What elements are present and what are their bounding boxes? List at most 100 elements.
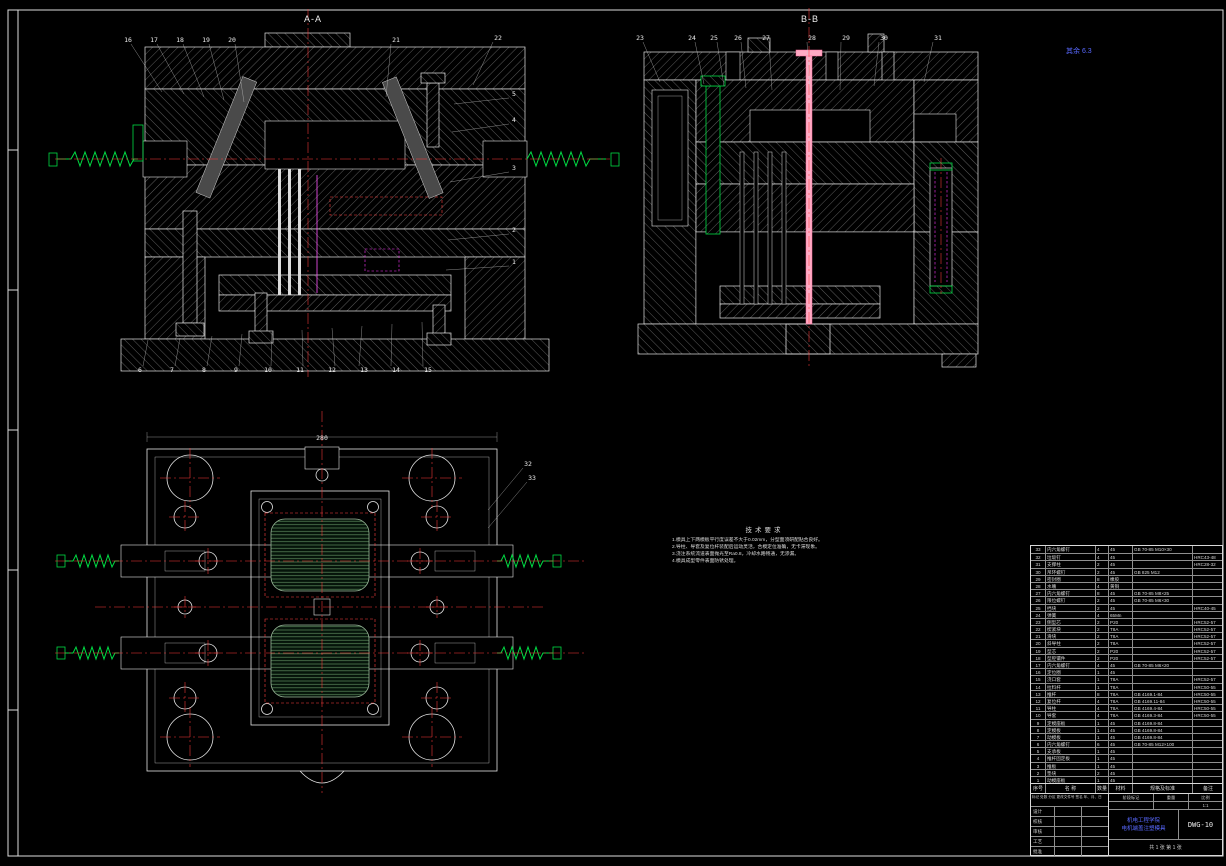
cavity-outline-top xyxy=(264,512,376,598)
parts-cell: HRC52-57 xyxy=(1192,640,1223,647)
callout-leader xyxy=(768,41,773,91)
callout-11: 11 xyxy=(296,366,304,374)
callout-13: 13 xyxy=(360,366,368,374)
parts-cell: GB 4169.3-84 xyxy=(1132,712,1192,719)
parts-cell: 型腔镶件 xyxy=(1045,654,1095,661)
signature-cell xyxy=(1055,807,1082,816)
callout-leader xyxy=(740,41,747,89)
ejector-retainer-plate xyxy=(218,274,452,296)
parts-cell: 9 xyxy=(1036,720,1040,726)
callout-leader xyxy=(839,41,842,91)
parts-cell: T8A xyxy=(1108,697,1132,705)
parts-cell: 动模座板 xyxy=(1045,777,1095,784)
parts-cell xyxy=(1192,777,1223,784)
parts-cell: 支撑柱 xyxy=(1045,561,1095,568)
callout-leader xyxy=(487,467,524,511)
mold-cavity xyxy=(264,120,406,170)
parts-cell: 45 xyxy=(1108,597,1132,604)
left-insert-inner xyxy=(657,95,683,221)
parts-cell: T8A xyxy=(1108,690,1132,697)
parts-cell: HRC50-55 xyxy=(1192,712,1223,719)
callout-leader xyxy=(156,43,185,95)
callout-8: 8 xyxy=(202,366,206,374)
parts-cell: 4 xyxy=(1036,756,1040,762)
parts-cell: 定位圈 xyxy=(1045,669,1095,676)
ejector-pin xyxy=(767,151,773,305)
cavity-outline-bottom xyxy=(264,618,376,704)
note-line: 3.浇注系统流道表面抛光至Ra0.8，冷却水路畅通，无渗漏。 xyxy=(672,552,800,557)
parts-cell: 8 xyxy=(1095,590,1108,597)
parts-cell: 45 xyxy=(1108,669,1132,676)
parts-cell: 18 xyxy=(1035,655,1041,661)
parts-cell: 1 xyxy=(1095,719,1108,726)
bolt-head xyxy=(420,72,446,84)
parts-cell xyxy=(1132,561,1192,568)
parts-cell: 2 xyxy=(1095,604,1108,611)
sheet-frame xyxy=(7,9,1224,857)
title-block: 标记 处数 分区 更改文件号 签名 年、月、日 设计校核审核工艺批准 阶段标记 … xyxy=(1030,793,1223,857)
parts-cell xyxy=(1192,575,1223,582)
section-a-view xyxy=(48,9,620,377)
ejector-pin xyxy=(739,151,745,305)
parts-cell: 楔紧块 xyxy=(1045,626,1095,633)
ejector-pin xyxy=(288,169,291,295)
callout-21: 21 xyxy=(392,36,400,44)
section-b-view xyxy=(637,8,979,368)
callout-29: 29 xyxy=(842,34,850,42)
parts-cell: 斜导柱 xyxy=(1045,640,1095,647)
callout-leader xyxy=(421,321,424,367)
parts-cell: GB 70-85 M8×25 xyxy=(1132,590,1192,597)
parts-cell: 定模座板 xyxy=(1045,719,1095,726)
parts-cell: 2 xyxy=(1036,770,1040,776)
title-block-main: 阶段标记 重量 比例 1:1 机电工程学院 电机端盖注塑模具 DWG-10 共 … xyxy=(1109,794,1222,855)
parts-cell: HRC52-57 xyxy=(1192,626,1223,633)
callout-15: 15 xyxy=(424,366,432,374)
parts-cell: 45 xyxy=(1108,590,1132,597)
left-insert xyxy=(651,89,689,227)
parts-cell xyxy=(1132,683,1192,690)
parts-cell: T8A xyxy=(1108,633,1132,640)
parts-cell: 3 xyxy=(1036,763,1040,769)
parts-cell xyxy=(1132,755,1192,762)
parts-cell: T8A xyxy=(1108,683,1132,690)
parts-cell: 垃圾钉 xyxy=(1045,554,1095,561)
callout-19: 19 xyxy=(202,36,210,44)
parts-cell: HRC40-45 xyxy=(1192,604,1223,611)
signature-cell xyxy=(1055,817,1082,826)
callout-12: 12 xyxy=(328,366,336,374)
parts-cell: 2 xyxy=(1095,654,1108,661)
parts-cell: 内六角螺钉 xyxy=(1045,662,1095,669)
parts-header-cell: 规格及标准 xyxy=(1132,784,1192,794)
callout-5: 5 xyxy=(512,90,516,98)
parts-cell: T8A xyxy=(1108,676,1132,683)
spring-cap-left xyxy=(48,152,58,167)
parts-cell: 45 xyxy=(1108,546,1132,554)
parts-header-cell: 备注 xyxy=(1192,784,1223,794)
weight-value xyxy=(1154,802,1189,809)
right-notch xyxy=(913,113,957,143)
parts-cell: 45 xyxy=(1108,762,1132,769)
parts-header-cell: 材料 xyxy=(1108,784,1132,794)
insert-screw xyxy=(367,703,379,715)
plate-gap xyxy=(825,51,839,81)
angle-pin-right xyxy=(382,76,444,199)
notes-title: 技术要求 xyxy=(745,527,784,534)
signature-row: 审核 xyxy=(1031,827,1108,837)
spring-cap-right xyxy=(610,152,620,167)
parts-cell: 45 xyxy=(1108,769,1132,776)
scale-value: 1:1 xyxy=(1202,803,1209,808)
dwg-number: DWG-10 xyxy=(1187,820,1214,829)
parts-cell xyxy=(1192,582,1223,590)
parts-cell: 密封圈 xyxy=(1045,575,1095,582)
